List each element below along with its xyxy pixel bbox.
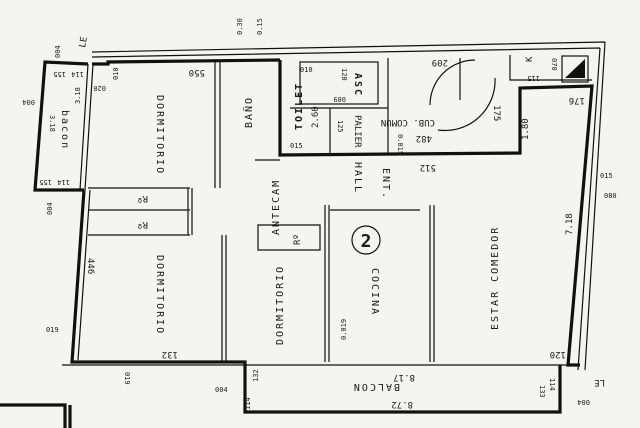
dim: 132: [252, 369, 260, 382]
dim: 010: [300, 66, 313, 74]
room-hall: HALL: [352, 162, 363, 194]
ropero-1: Rº: [137, 193, 148, 203]
room-palier: PALIER: [352, 115, 362, 148]
dim: 004: [22, 98, 35, 106]
dim: 125: [336, 120, 344, 133]
dim: 120: [550, 349, 566, 359]
ropero-2: Rº: [137, 219, 148, 229]
dim: 004: [46, 202, 54, 215]
room-dormitorio-1: DORMITORIO: [154, 95, 165, 175]
room-antecam: ANTECAM: [271, 179, 282, 235]
dim: 3.18: [48, 115, 56, 132]
dim: 209: [432, 57, 448, 67]
dim: 482: [416, 133, 432, 143]
dim: 015: [600, 172, 613, 180]
dim: 010: [112, 67, 120, 80]
dim: 512: [420, 162, 436, 172]
dim: 0.15: [256, 18, 264, 35]
dim: 1.80: [521, 118, 531, 140]
dim: 115: [527, 74, 540, 82]
dim: 020: [93, 84, 106, 92]
dim: 132: [162, 349, 178, 359]
unit-number-circle: [351, 225, 381, 255]
dim: 155: [53, 70, 66, 78]
dim: 176: [569, 95, 585, 105]
dim: 114: [71, 70, 84, 78]
dim: 8.72: [391, 399, 413, 409]
dim: 004: [215, 386, 228, 394]
dim: 114: [57, 178, 70, 186]
dim: 0.015: [396, 134, 404, 155]
room-balcon: BALCON: [352, 381, 400, 392]
unit-number: 2: [361, 231, 372, 252]
adjacent-wall: [0, 403, 72, 428]
room-k: K: [525, 56, 535, 62]
room-toilet: TOILET: [294, 82, 305, 130]
dim: 114: [244, 397, 252, 410]
dim: 175: [491, 105, 501, 121]
dim: 2.60: [311, 106, 321, 128]
dim: 019: [123, 372, 131, 385]
dimensions: 550 0.30 0.15 004 004 004 155 114 155 11…: [22, 18, 616, 410]
dim: 019: [46, 326, 59, 334]
dim: 0.30: [236, 18, 244, 35]
room-dormitorio-3: DORMITORIO: [275, 265, 286, 345]
walls: [33, 41, 606, 414]
dim: 550: [189, 67, 205, 77]
dim: 120: [340, 68, 348, 81]
dim: 070: [550, 58, 558, 71]
dim: 3.18: [74, 87, 82, 104]
dim: 133: [538, 385, 546, 398]
dim: 0.019: [340, 319, 348, 340]
room-cocina: COCINA: [369, 268, 380, 316]
dim: 7.18: [565, 213, 575, 235]
dim: 080: [604, 192, 617, 200]
dim: 004: [54, 45, 62, 58]
dim: 089: [333, 95, 346, 103]
line-label: LE: [78, 36, 90, 48]
dim: 004: [577, 398, 590, 406]
room-bano: BAÑO: [242, 96, 255, 128]
dim: 114: [548, 378, 556, 391]
room-cub-comun: CUB. COMUN: [381, 117, 435, 127]
dim: 155: [39, 178, 52, 186]
room-dormitorio-2: DORMITORIO: [154, 255, 165, 335]
dim: 446: [85, 258, 95, 274]
room-bacon: bacon: [59, 110, 70, 150]
line-label: LE: [594, 377, 605, 387]
room-estar-comedor: ESTAR COMEDOR: [490, 226, 501, 330]
ropero-3: Rº: [293, 234, 303, 245]
room-asc: ASC: [352, 73, 363, 97]
dim: 015: [290, 142, 303, 150]
room-ent: ENT.: [380, 168, 391, 200]
dim: 8.17: [393, 372, 415, 382]
shaft-icon: [565, 59, 585, 78]
